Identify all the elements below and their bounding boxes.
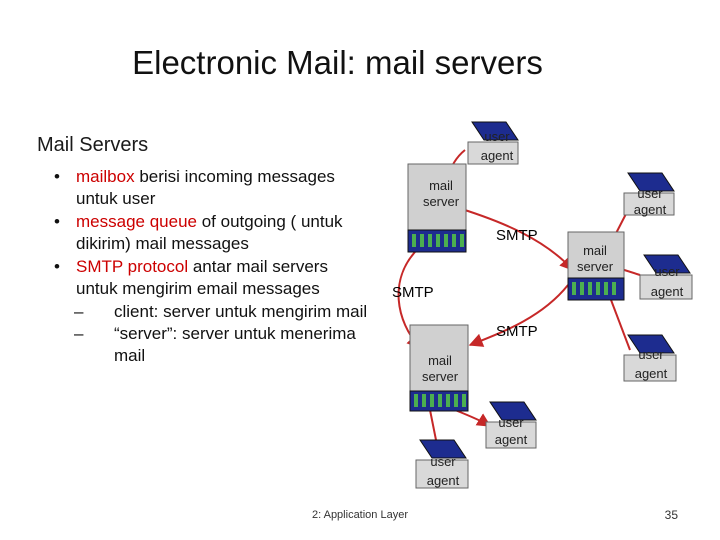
arrow-server-bottom-to-ua-bottom — [454, 409, 492, 427]
server-tower-body — [407, 163, 467, 231]
queue-slot — [430, 394, 434, 407]
user-agent-label-line1: user — [637, 186, 663, 201]
queue-slot — [422, 394, 426, 407]
bullet-text: berisi incoming messages untuk user — [76, 167, 335, 208]
smtp-label-lower: SMTP — [496, 323, 538, 340]
queue-slot — [412, 234, 416, 247]
queue-slot — [452, 234, 456, 247]
queue-slot — [428, 234, 432, 247]
bullet-dot: • — [54, 167, 60, 186]
queue-slot — [444, 234, 448, 247]
queue-slot — [572, 282, 576, 295]
sub-bullet-text: “server”: server untuk menerima mail — [114, 324, 356, 365]
user-agent-label-line2: agent — [481, 148, 514, 163]
queue-slot — [446, 394, 450, 407]
mail-server-label-line1: mail — [429, 178, 453, 193]
footer-text: 2: Application Layer — [311, 509, 408, 521]
queue-slot — [460, 234, 464, 247]
bullet-list: • mailbox berisi incoming messages untuk… — [54, 166, 374, 367]
user-agent-label-line1: user — [638, 347, 664, 362]
user-agent-label-line1: user — [654, 264, 680, 279]
computer-icon — [419, 439, 467, 459]
user-agent-label-line1: user — [430, 454, 456, 469]
queue-slot — [454, 394, 458, 407]
bullet-item: • message queue of outgoing ( untuk diki… — [54, 211, 374, 255]
bullet-item: • SMTP protocol antar mail servers untuk… — [54, 256, 374, 300]
user-agent-label-line2: agent — [427, 473, 460, 488]
computer-icon — [489, 401, 537, 421]
section-heading: Mail Servers — [37, 134, 149, 156]
queue-slot — [462, 394, 466, 407]
mail-server-label-line2: server — [423, 194, 460, 209]
computer-icon — [643, 254, 691, 274]
computer-icon — [627, 334, 675, 354]
queue-slot — [438, 394, 442, 407]
smtp-label-left: SMTP — [392, 284, 434, 301]
user-agent-bottom-right: user agent — [623, 334, 677, 382]
bullet-dot: • — [54, 212, 60, 231]
user-agent-label-line2: agent — [634, 202, 667, 217]
queue-slot — [436, 234, 440, 247]
sub-bullet-item: – “server”: server untuk menerima mail — [74, 323, 374, 367]
queue-slot — [604, 282, 608, 295]
user-agent-top: user agent — [467, 121, 519, 165]
user-agent-bottom-left: user agent — [415, 439, 469, 489]
sub-bullet-dash: – — [74, 302, 84, 321]
computer-icon-base — [623, 192, 675, 216]
mail-server-label-line2: server — [577, 259, 614, 274]
user-agent-label-line2: agent — [495, 432, 528, 447]
queue-slot — [596, 282, 600, 295]
mail-server-right: mail server — [567, 231, 625, 301]
line-server-right-to-ua-bottom-right — [607, 291, 631, 351]
mail-server-bottom: mail server — [409, 324, 469, 412]
mail-server-label-line1: mail — [428, 353, 452, 368]
user-agent-label-line2: agent — [651, 284, 684, 299]
computer-icon — [627, 172, 675, 192]
arrow-server-right-to-server-bottom — [468, 284, 569, 347]
user-agent-mid-right: user agent — [639, 254, 693, 300]
computer-icon-base — [467, 141, 519, 165]
sub-bullet-dash: – — [74, 324, 84, 343]
computer-icon-base — [639, 274, 693, 300]
slide-title: Electronic Mail: mail servers — [132, 44, 543, 81]
server-tower-body — [409, 324, 469, 392]
arrow-server-left-to-server-right — [451, 205, 574, 272]
computer-icon-base — [623, 354, 677, 382]
user-agent-label-line1: user — [498, 415, 524, 430]
queue-slot — [588, 282, 592, 295]
bullet-dot: • — [54, 257, 60, 276]
user-agent-top-right: user agent — [623, 172, 675, 217]
bullet-item: • mailbox berisi incoming messages untuk… — [54, 166, 374, 210]
user-agent-bottom: user agent — [485, 401, 537, 449]
queue-slot — [420, 234, 424, 247]
queue-slot — [612, 282, 616, 295]
bullet-term: SMTP protocol — [76, 257, 189, 276]
bullet-term: message queue — [76, 212, 197, 231]
sub-bullet-text: client: server untuk mengirim mail — [114, 302, 368, 321]
page-number: 35 — [664, 508, 678, 522]
computer-icon — [471, 121, 519, 141]
mail-server-left: mail server — [407, 163, 467, 253]
bullet-text: antar mail servers untuk mengirim email … — [76, 257, 328, 298]
mail-server-label-line1: mail — [583, 243, 607, 258]
user-agent-label-line1: user — [484, 129, 510, 144]
computer-icon-base — [415, 459, 469, 489]
user-agent-label-line2: agent — [635, 366, 668, 381]
bullet-term: mailbox — [76, 167, 135, 186]
sub-bullet-item: – client: server untuk mengirim mail — [74, 301, 374, 323]
smtp-label-upper: SMTP — [496, 227, 538, 244]
mail-server-label-line2: server — [422, 369, 459, 384]
bullet-text: of outgoing ( untuk dikirim) mail messag… — [76, 212, 343, 253]
queue-slot — [414, 394, 418, 407]
computer-icon-base — [485, 421, 537, 449]
queue-slot — [580, 282, 584, 295]
